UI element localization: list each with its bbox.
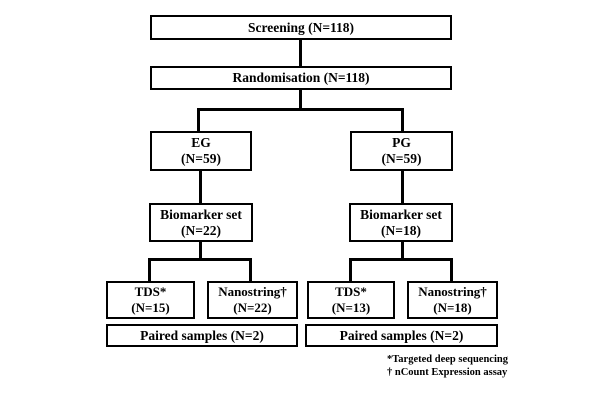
- nanostring-pg-label: Nanostring†: [418, 284, 487, 299]
- nanostring-pg-count: (N=18): [433, 300, 472, 315]
- split-bar-pg-assays: [349, 258, 453, 261]
- biomarker-pg-box: Biomarker set (N=18): [349, 203, 453, 242]
- connector-biomarker-pg-split: [401, 242, 404, 259]
- footnote-nanostring: † nCount Expression assay: [387, 366, 508, 378]
- screening-label: Screening (N=118): [247, 19, 355, 35]
- eg-count: (N=59): [181, 151, 221, 166]
- screening-box: Screening (N=118): [150, 15, 452, 40]
- biomarker-eg-box: Biomarker set (N=22): [149, 203, 253, 242]
- connector-biomarker-eg-split: [199, 242, 202, 259]
- pg-count: (N=59): [381, 151, 422, 166]
- connector-split-pg: [401, 108, 404, 131]
- biomarker-eg-count: (N=22): [181, 222, 221, 238]
- connector-screening-randomisation: [299, 40, 302, 66]
- footnotes: *Targeted deep sequencing † nCount Expre…: [387, 354, 508, 379]
- tds-eg-box: TDS* (N=15): [106, 281, 195, 319]
- paired-samples-pg-box: Paired samples (N=2): [305, 324, 498, 347]
- footnote-tds: *Targeted deep sequencing: [387, 354, 508, 365]
- eg-label: EG: [191, 135, 211, 150]
- randomisation-box: Randomisation (N=118): [150, 66, 452, 90]
- pg-label: PG: [392, 135, 411, 150]
- connector-pg-nanostring: [450, 258, 453, 281]
- eg-box: EG (N=59): [150, 131, 252, 171]
- randomisation-label: Randomisation (N=118): [232, 70, 370, 85]
- connector-split-eg: [197, 108, 200, 131]
- tds-eg-count: (N=15): [131, 300, 170, 315]
- nanostring-eg-box: Nanostring† (N=22): [207, 281, 298, 319]
- pg-box: PG (N=59): [350, 131, 453, 171]
- connector-eg-tds: [148, 258, 151, 281]
- connector-eg-nanostring: [249, 258, 252, 281]
- biomarker-pg-count: (N=18): [381, 222, 421, 238]
- tds-eg-label: TDS*: [134, 284, 167, 299]
- connector-pg-tds: [349, 258, 352, 281]
- paired-samples-pg-label: Paired samples (N=2): [339, 327, 464, 343]
- paired-samples-eg-label: Paired samples (N=2): [140, 327, 264, 343]
- nanostring-eg-count: (N=22): [233, 300, 272, 315]
- connector-randomisation-split: [299, 90, 302, 108]
- biomarker-pg-label: Biomarker set: [360, 206, 442, 222]
- biomarker-eg-label: Biomarker set: [160, 206, 242, 222]
- connector-eg-biomarker: [199, 171, 202, 203]
- tds-pg-count: (N=13): [331, 300, 371, 315]
- nanostring-eg-label: Nanostring†: [218, 284, 287, 299]
- split-bar-eg-assays: [148, 258, 252, 261]
- split-bar-groups: [197, 108, 404, 111]
- paired-samples-eg-box: Paired samples (N=2): [106, 324, 298, 347]
- nanostring-pg-box: Nanostring† (N=18): [407, 281, 498, 319]
- connector-pg-biomarker: [401, 171, 404, 203]
- tds-pg-label: TDS*: [335, 284, 367, 299]
- tds-pg-box: TDS* (N=13): [307, 281, 395, 319]
